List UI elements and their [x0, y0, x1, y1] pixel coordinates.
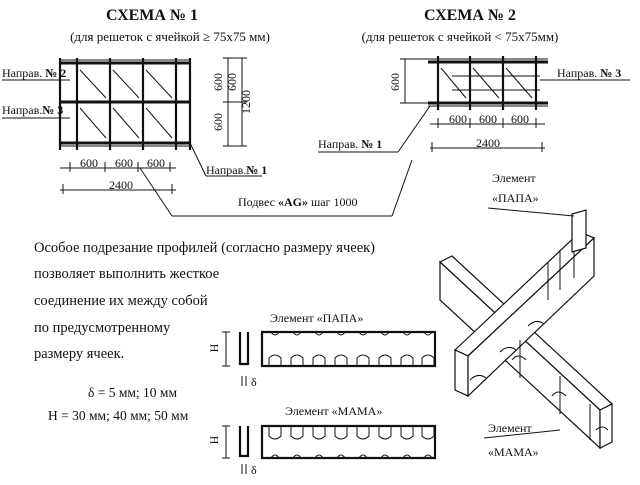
- mama-slot: [312, 426, 326, 440]
- scheme-1: СХЕМА № 1 (для решеток с ячейкой ≥ 75х75…: [2, 7, 270, 194]
- mama-edge-bump: [402, 454, 412, 459]
- hanger-callout: Подвес «AG» шаг 1000: [139, 159, 413, 217]
- iso-labels: Элемент «ПАПА» Элемент «МАМА»: [488, 171, 539, 459]
- description-line-4: по предусмотренному: [34, 320, 171, 336]
- papa-slot: [312, 354, 326, 366]
- mama-edge-bump: [292, 454, 302, 459]
- iso-papa-label-line-1: Элемент: [492, 171, 536, 185]
- mama-edge-bump: [380, 454, 390, 459]
- iso-mama-label-line-1: Элемент: [488, 421, 532, 435]
- mama-slot: [268, 426, 282, 440]
- element-papa-h-symbol: H: [207, 343, 221, 352]
- element-mama-label: Элемент «МАМА»: [285, 404, 382, 418]
- element-papa-slots: [268, 331, 435, 366]
- mama-edge-bump: [358, 454, 368, 459]
- scheme-2-dim-total: 2400: [476, 136, 500, 150]
- scheme-1-dir1-label: Направ.№ 1: [206, 163, 267, 177]
- papa-edge-bump: [358, 331, 368, 336]
- description-text: Особое подрезание профилей (согласно раз…: [34, 240, 375, 362]
- mama-slot: [334, 426, 348, 440]
- papa-edge-bump: [270, 331, 280, 336]
- mama-edge-bump: [336, 454, 346, 459]
- scheme-1-dim-v2: 600: [211, 113, 225, 131]
- papa-edge-bump: [402, 331, 412, 336]
- mama-slot: [400, 426, 414, 440]
- element-mama-strip: [260, 424, 437, 460]
- scheme-1-dim-v-total: 1200: [239, 90, 253, 114]
- description-line-3: соединение их между собой: [34, 293, 208, 309]
- scheme-2-subtitle: (для решеток с ячейкой < 75х75мм): [362, 29, 559, 44]
- scheme-1-dir2-label: Направ. № 2: [2, 66, 66, 80]
- papa-slot: [290, 354, 304, 366]
- scheme-1-dir3-label: Направ.№ 3: [2, 103, 63, 117]
- papa-slot: [378, 354, 392, 366]
- papa-slot: [421, 354, 435, 366]
- scheme-1-dim-h2: 600: [115, 156, 133, 170]
- scheme-1-dim-h3: 600: [147, 156, 165, 170]
- param-height: H = 30 мм; 40 мм; 50 мм: [48, 408, 189, 423]
- scheme-2-horizontal-dims: 600 600 600 2400: [430, 112, 545, 152]
- scheme-1-dir1-leader: [189, 142, 207, 177]
- description-line-1: Особое подрезание профилей (согласно раз…: [34, 240, 375, 256]
- scheme-1-title: СХЕМА № 1: [106, 7, 198, 24]
- description-line-2: позволяет выполнить жесткое: [34, 266, 219, 282]
- papa-slot: [268, 354, 282, 366]
- scheme-2-dir1-label: Направ. № 1: [318, 137, 382, 151]
- element-papa-strip: [260, 330, 437, 368]
- scheme-1-grid: [58, 58, 192, 150]
- element-mama-drawing: Элемент «МАМА» H δ: [207, 404, 437, 477]
- mama-slot: [356, 426, 370, 440]
- scheme-2-dim-h1: 600: [449, 112, 467, 126]
- element-mama-slots: [268, 426, 435, 459]
- scheme-2-dim-h2: 600: [479, 112, 497, 126]
- mama-edge-bump: [270, 454, 280, 459]
- mama-edge-bump: [423, 454, 433, 459]
- scheme-2-vertical-dim: 600: [388, 58, 428, 104]
- scheme-1-dim-v3: 600: [225, 73, 239, 91]
- scheme-1-subtitle: (для решеток с ячейкой ≥ 75х75 мм): [70, 29, 270, 44]
- scheme-2-grid: [428, 56, 548, 110]
- papa-edge-bump: [380, 331, 390, 336]
- scheme-1-vertical-dims: 600 600 600 1200: [211, 57, 253, 147]
- scheme-2-dim-h3: 600: [511, 112, 529, 126]
- element-mama-delta-symbol: δ: [251, 463, 257, 477]
- mama-edge-bump: [314, 454, 324, 459]
- scheme-2-title: СХЕМА № 2: [424, 7, 516, 24]
- element-mama-h-symbol: H: [207, 435, 221, 444]
- papa-edge-bump: [423, 331, 433, 336]
- papa-edge-bump: [336, 331, 346, 336]
- scheme-2: СХЕМА № 2 (для решеток с ячейкой < 75х75…: [318, 7, 630, 153]
- isometric-joint: [438, 207, 614, 450]
- papa-slot: [400, 354, 414, 366]
- mama-slot: [421, 426, 435, 440]
- scheme-1-dim-total: 2400: [109, 178, 133, 192]
- scheme-2-dir3-label: Направ. № 3: [557, 66, 621, 80]
- papa-edge-bump: [292, 331, 302, 336]
- scheme-1-horizontal-dims: 600 600 600 2400: [60, 156, 176, 194]
- iso-mama-label-line-2: «МАМА»: [488, 445, 539, 459]
- iso-papa-label-line-2: «ПАПА»: [492, 191, 539, 205]
- description-line-5: размеру ячеек.: [34, 346, 124, 362]
- papa-edge-bump: [314, 331, 324, 336]
- hanger-label: Подвес «AG» шаг 1000: [238, 195, 357, 209]
- element-papa-delta-symbol: δ: [251, 375, 257, 389]
- element-papa-drawing: Элемент «ПАПА» H δ: [207, 311, 437, 389]
- mama-slot: [378, 426, 392, 440]
- mama-slot: [290, 426, 304, 440]
- element-papa-label: Элемент «ПАПА»: [270, 311, 363, 325]
- scheme-1-dim-v1: 600: [211, 73, 225, 91]
- param-delta: δ = 5 мм; 10 мм: [88, 385, 177, 400]
- scheme-1-dim-h1: 600: [80, 156, 98, 170]
- parameters: δ = 5 мм; 10 мм H = 30 мм; 40 мм; 50 мм: [48, 385, 189, 423]
- papa-slot: [356, 354, 370, 366]
- papa-slot: [334, 354, 348, 366]
- scheme-2-dim-v: 600: [388, 73, 402, 91]
